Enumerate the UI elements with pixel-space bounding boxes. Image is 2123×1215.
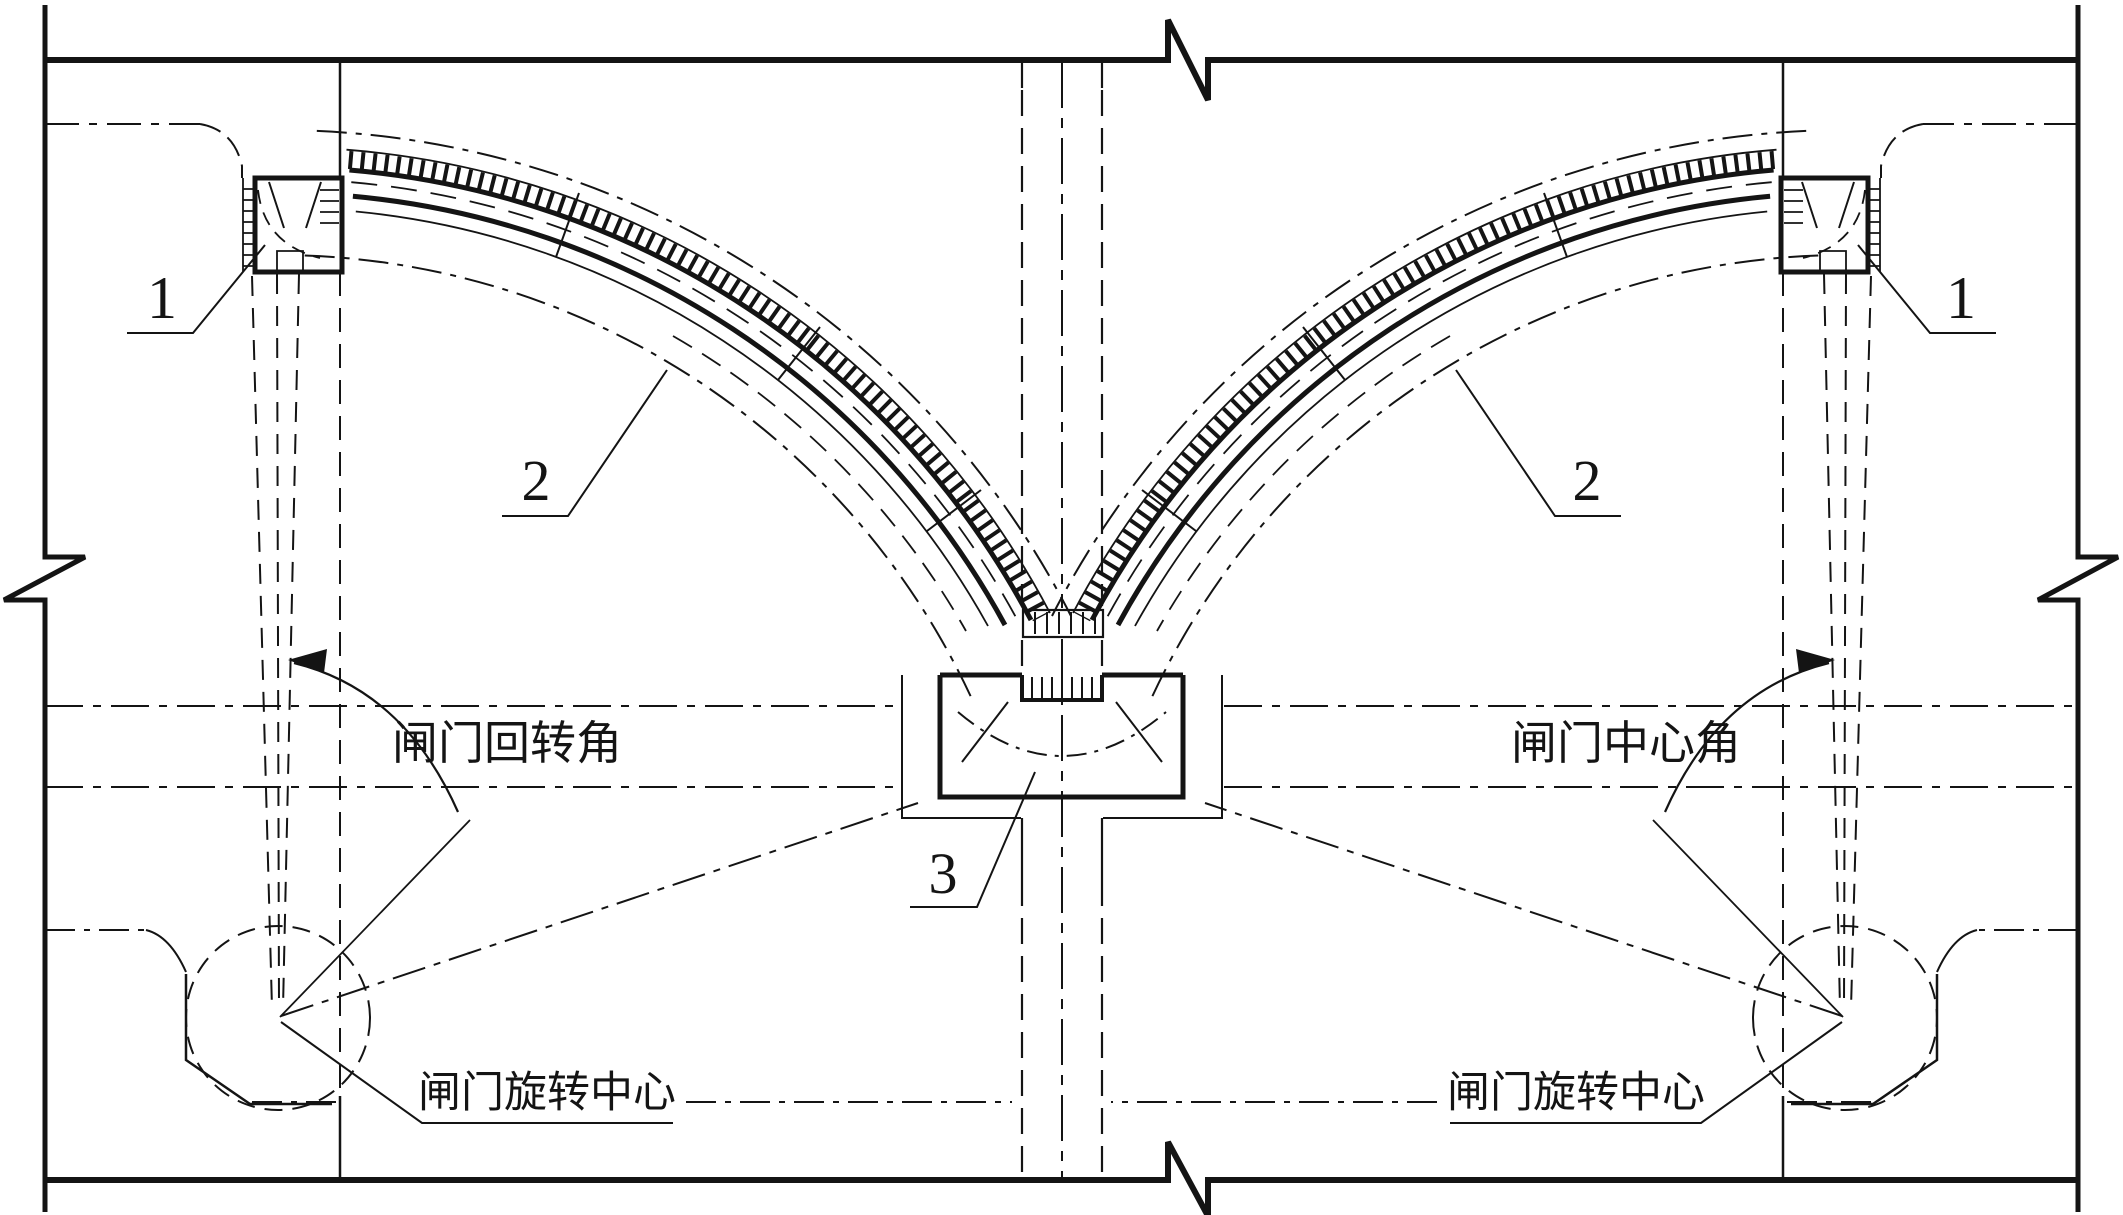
callout-2-left: 2 <box>522 448 551 513</box>
recess-right-hatching <box>320 189 339 224</box>
top-wall-line-with-break <box>45 18 2078 102</box>
gate-segment-joints <box>555 192 982 532</box>
gate-envelope-outer-arc <box>316 129 1072 617</box>
center-seal-bar <box>1021 608 1105 639</box>
radius-line-to-pier <box>280 802 919 1017</box>
gate-mid-dash-arc <box>351 181 1020 624</box>
callout-1-left: 1 <box>147 265 177 331</box>
gate-open-position-lines <box>251 273 300 1009</box>
gate-recess-housing <box>252 175 345 275</box>
callout-1-leader <box>127 244 266 334</box>
seal-bar-hatching <box>1034 612 1096 634</box>
callout-3: 3 <box>929 841 958 906</box>
right-wall-line-with-break <box>2036 5 2120 1212</box>
frame-walls <box>2 5 2120 1215</box>
recess-funnel-lines <box>268 181 322 229</box>
label-rotation-center-left: 闸门旋转中心 <box>418 1068 676 1118</box>
channel-edge-solid-segments <box>1020 60 1104 880</box>
label-swing-angle: 闸门回转角 <box>392 716 622 770</box>
gate-teeth-outer-line <box>346 148 1051 614</box>
recess-swing-arc <box>257 189 321 259</box>
gate-assembly-right-mirror <box>1052 62 2078 1180</box>
angle-arrow-head <box>288 649 327 673</box>
seal-bar-outline <box>1021 608 1105 639</box>
gate-teeth-comb <box>347 150 1049 622</box>
wall-corner-curve <box>199 123 243 178</box>
gate-envelope-inner-arc <box>304 254 972 698</box>
rotation-center-leader <box>280 1021 673 1124</box>
radius-line-solid <box>279 819 471 1018</box>
gate-skin-plate-outer <box>349 167 1034 622</box>
label-center-angle: 闸门中心角 <box>1511 716 1741 770</box>
pier-notch <box>1020 675 1104 702</box>
label-rotation-center-right: 闸门旋转中心 <box>1447 1068 1705 1118</box>
center-pier <box>901 672 1223 908</box>
gate-assembly-left <box>45 62 1072 1180</box>
gate-skin-plate-inner <box>352 193 1008 627</box>
lower-wall-corner-curve <box>145 929 187 973</box>
chamber-guide-lines <box>45 705 2078 788</box>
center-channel-lines <box>1020 60 1104 1178</box>
gate-inner-dash-arc <box>672 335 967 632</box>
pier-notch-hatching <box>1031 677 1093 698</box>
pier-funnel-lines <box>961 701 1163 763</box>
gate-inner-flange-line <box>355 210 989 627</box>
pier-outer-outline <box>901 675 1223 819</box>
rotation-pit-octagon-sides <box>184 974 332 1106</box>
pier-inner-outline <box>937 672 1186 800</box>
callout-2-right: 2 <box>1573 448 1602 513</box>
bottom-wall-line-with-break <box>45 1140 2078 1215</box>
recess-pocket <box>276 250 304 272</box>
callout-1-right: 1 <box>1946 265 1976 331</box>
callout-2-leader <box>502 369 668 517</box>
left-wall-line-with-break <box>2 5 87 1212</box>
callout-3-leader <box>910 771 1036 908</box>
